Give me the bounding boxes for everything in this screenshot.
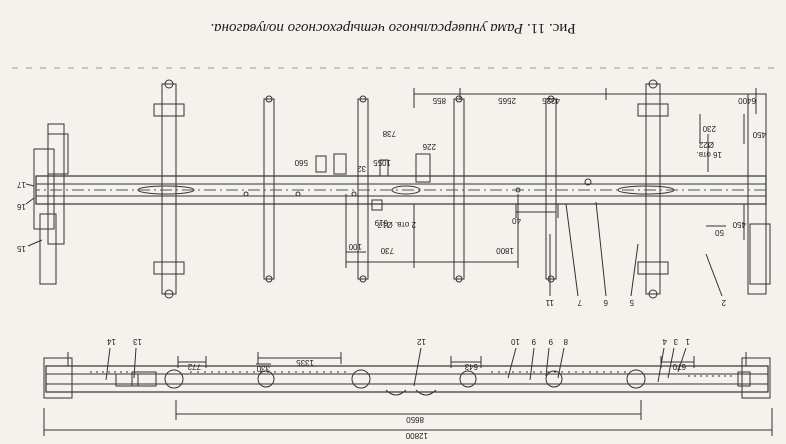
frame-plan-view bbox=[25, 79, 771, 299]
callout-5: 5 bbox=[629, 298, 634, 307]
callout-9b: 9 bbox=[531, 337, 536, 346]
dim-6400: 6400 bbox=[738, 96, 756, 105]
dim-772: 772 bbox=[187, 362, 201, 371]
dim-100: 100 bbox=[348, 242, 362, 251]
dim-560: 560 bbox=[294, 158, 308, 167]
dim-450-b: 450 bbox=[752, 130, 766, 139]
dim-738: 738 bbox=[382, 129, 396, 138]
dim-32: 32 bbox=[357, 164, 366, 173]
dim-1055: 1055 bbox=[373, 158, 391, 167]
dim-619: 619 bbox=[374, 218, 388, 227]
dim-50: 50 bbox=[715, 228, 724, 237]
dim-2565: 2565 bbox=[498, 96, 516, 105]
dim-1335: 1335 bbox=[296, 358, 314, 367]
dim-1800: 1800 bbox=[496, 246, 514, 255]
note-16-holes: 16 отв. bbox=[696, 150, 722, 159]
callout-7: 7 bbox=[577, 298, 582, 307]
dim-230: 230 bbox=[702, 124, 716, 133]
callout-8: 9 bbox=[548, 337, 553, 346]
callout-14: 14 bbox=[107, 337, 116, 346]
dim-overall: 12800 bbox=[405, 431, 428, 440]
note-d22: Ø22 bbox=[698, 140, 714, 149]
dim-330: 330 bbox=[256, 364, 270, 373]
dim-643: 643 bbox=[464, 362, 478, 371]
note-holes-17: 2 отв. Ø17 bbox=[377, 220, 416, 229]
frame-side-view bbox=[43, 347, 773, 436]
callout-9: 8 bbox=[563, 337, 568, 346]
dim-450-a: 450 bbox=[732, 220, 746, 229]
dim-670: 670 bbox=[672, 362, 686, 371]
dim-730: 730 bbox=[380, 246, 394, 255]
dim-40: 40 bbox=[512, 216, 521, 225]
callout-6b: 6 bbox=[603, 298, 608, 307]
callout-4: 4 bbox=[662, 337, 667, 346]
callout-10: 10 bbox=[511, 337, 520, 346]
dim-855: 855 bbox=[432, 96, 446, 105]
callout-11: 11 bbox=[545, 298, 554, 307]
callout-1: 1 bbox=[685, 337, 690, 346]
callout-2: 2 bbox=[721, 298, 726, 307]
callout-15: 15 bbox=[17, 244, 26, 253]
dim-4325: 4325 bbox=[542, 96, 560, 105]
callout-17: 17 bbox=[17, 180, 26, 189]
dim-bolster-span: 8650 bbox=[406, 415, 424, 424]
dim-226: 226 bbox=[422, 142, 436, 151]
callout-16: 16 bbox=[17, 202, 26, 211]
callout-3: 3 bbox=[673, 337, 678, 346]
callout-12: 12 bbox=[417, 337, 426, 346]
callout-13: 13 bbox=[133, 337, 142, 346]
